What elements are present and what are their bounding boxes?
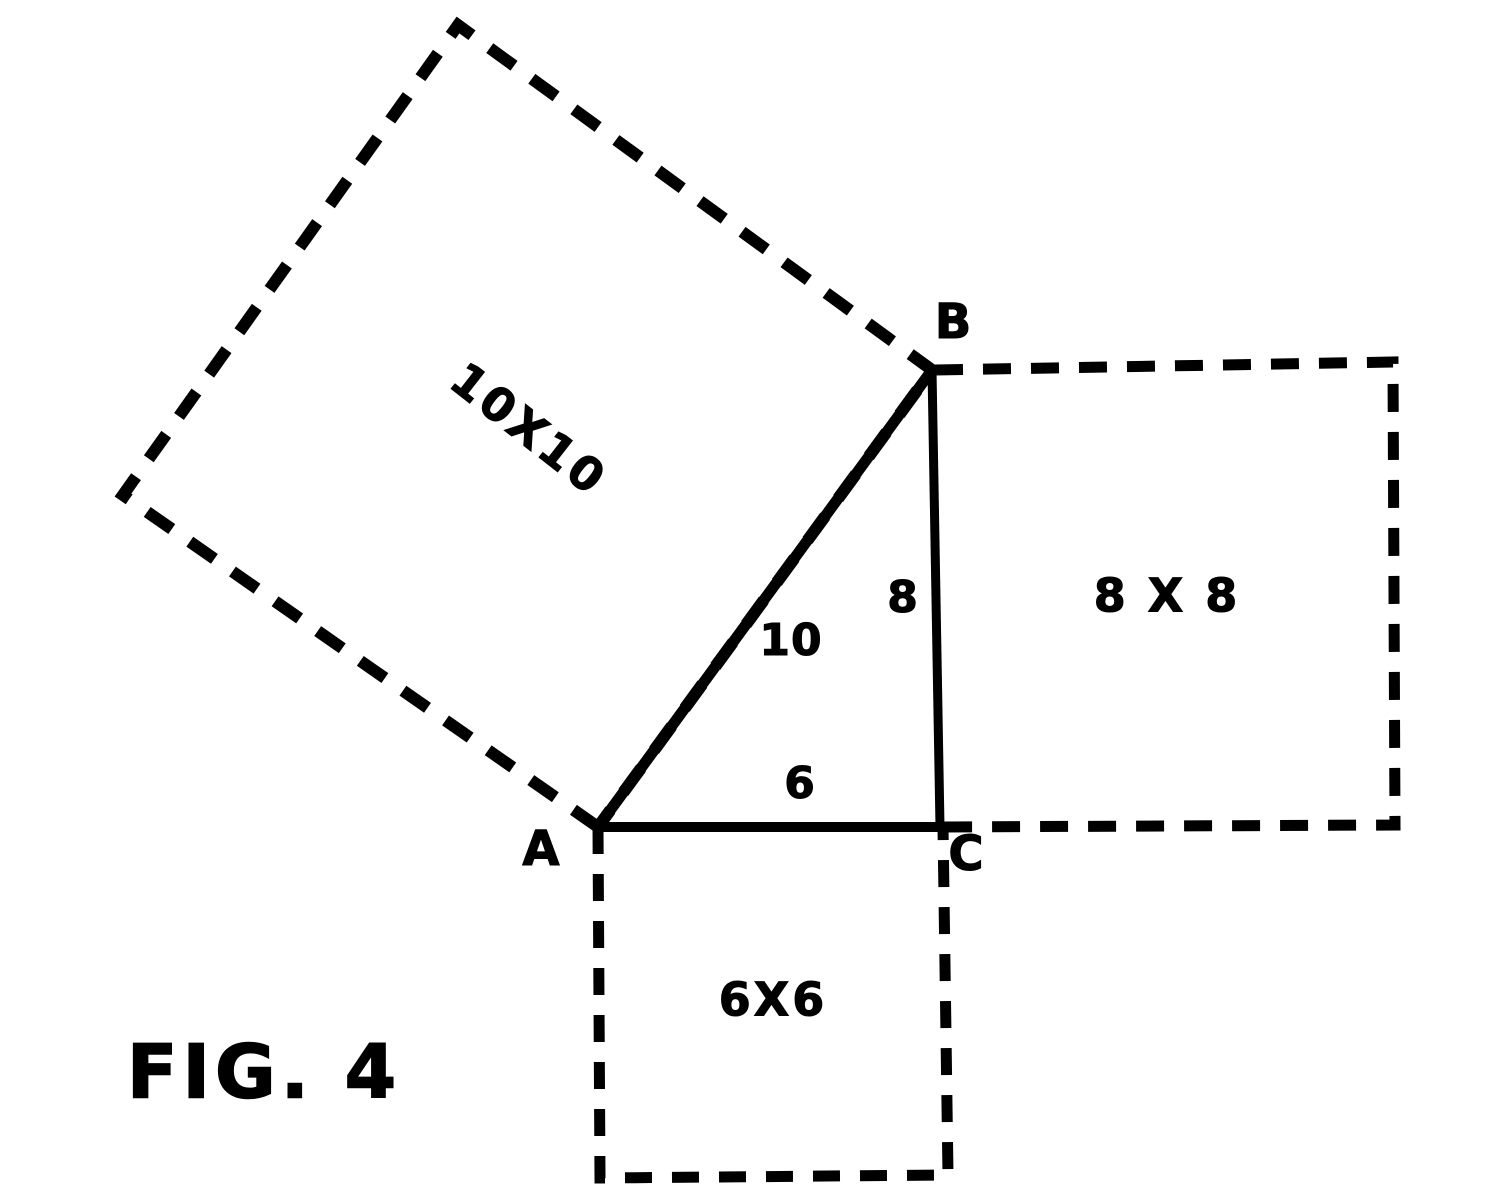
base-square [592,826,954,1184]
base-square-outline [592,826,954,1184]
vertical-square [934,356,1401,833]
vertex-label-c: C [948,826,983,882]
vertical-square-label: 8 X 8 [1094,569,1241,623]
triangle-side-vertical [927,365,945,832]
vertical-length-label: 8 [887,572,919,623]
right-triangle-abc [592,364,947,833]
base-square-label: 6X6 [719,973,827,1027]
triangle-side-hypotenuse [592,364,938,833]
vertex-label-b: B [935,294,972,350]
figure-caption: FIG. 4 [127,1030,401,1116]
hypotenuse-length-label: 10 [759,615,822,666]
vertex-label-a: A [522,821,559,877]
vertical-square-outline [934,356,1401,833]
base-length-label: 6 [784,758,816,809]
